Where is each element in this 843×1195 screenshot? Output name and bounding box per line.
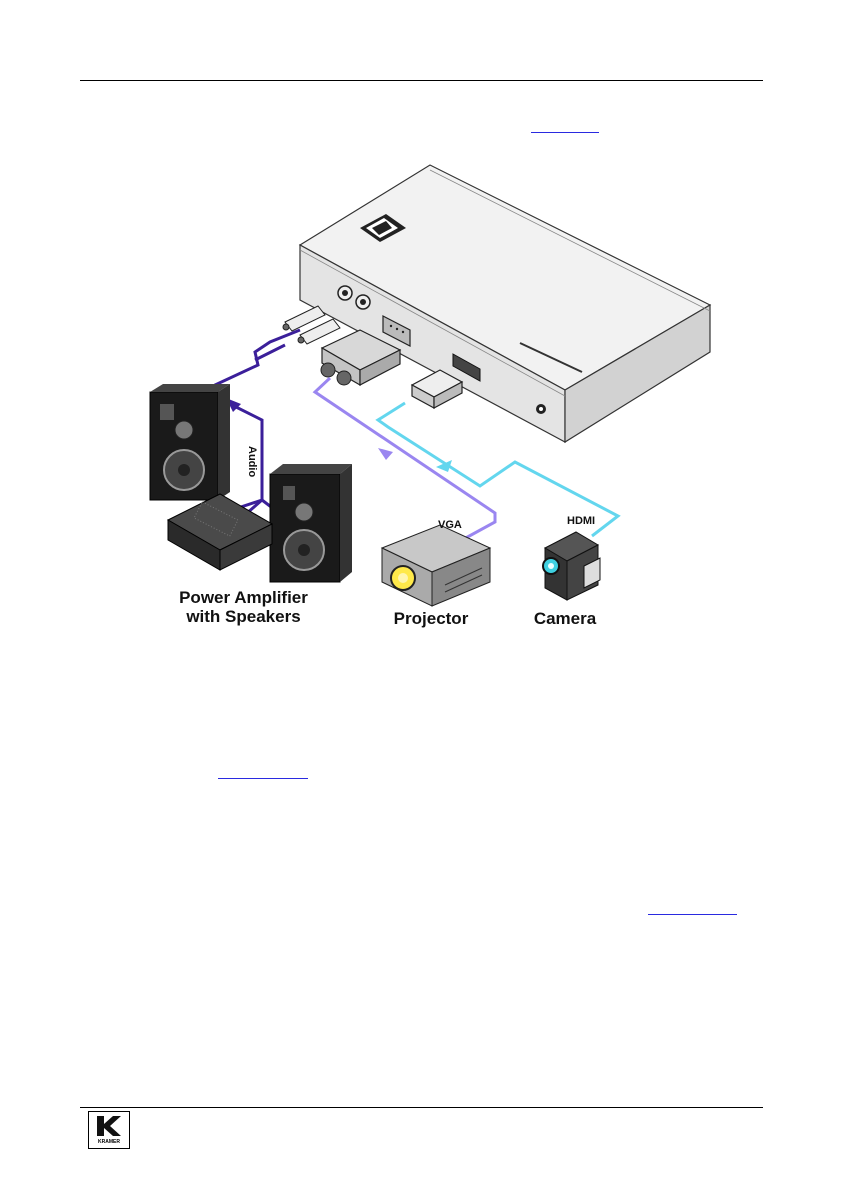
left-speaker <box>150 384 230 500</box>
vga-direction-arrow <box>378 448 393 460</box>
power-amplifier-label: Power Amplifier with Speakers <box>156 588 331 626</box>
footer-rule <box>80 1107 763 1108</box>
section-reference-link-2[interactable] <box>648 914 737 915</box>
connection-diagram <box>0 0 843 700</box>
kramer-logo: KRAMER <box>88 1111 130 1149</box>
power-amplifier-label-line2: with Speakers <box>156 607 331 626</box>
power-amplifier-label-line1: Power Amplifier <box>156 588 331 607</box>
audio-label: Audio <box>246 446 258 477</box>
kramer-logo-text: KRAMER <box>89 1139 129 1145</box>
hdmi-label: HDMI <box>567 515 595 527</box>
camera-label: Camera <box>525 609 605 628</box>
right-speaker <box>270 464 352 582</box>
section-reference-link[interactable] <box>218 778 308 779</box>
vga-label: VGA <box>438 519 462 531</box>
projector-label: Projector <box>386 609 476 628</box>
scaler-device <box>300 165 710 442</box>
kramer-k-icon <box>89 1112 129 1140</box>
camera <box>543 532 600 600</box>
projector <box>382 525 490 606</box>
